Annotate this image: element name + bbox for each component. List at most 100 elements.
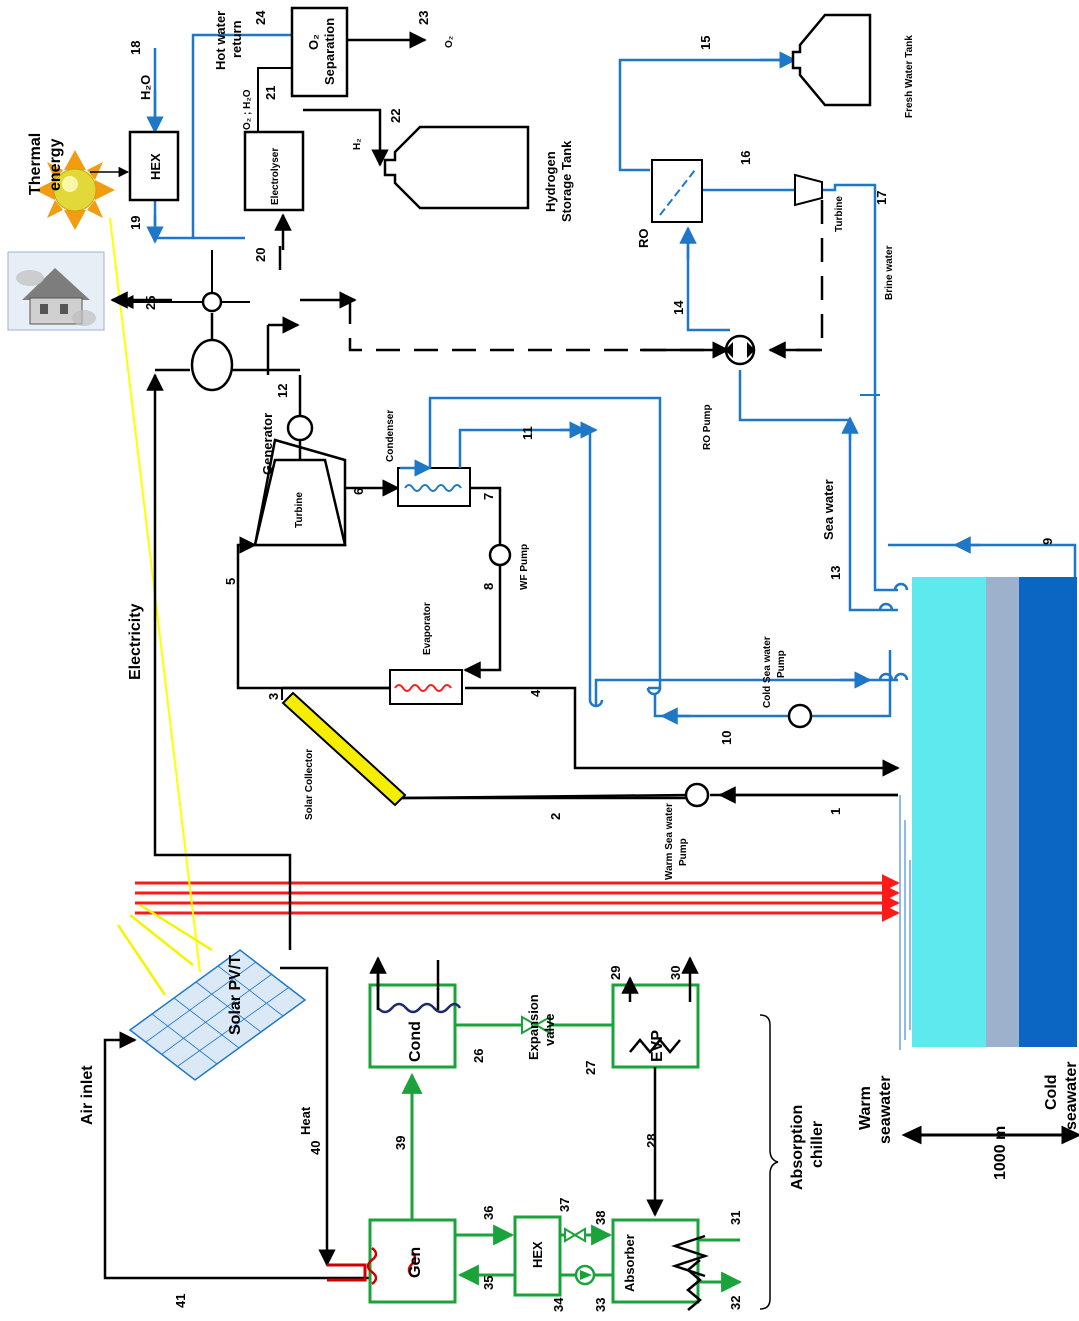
stream-number-40: 40 bbox=[308, 1141, 323, 1155]
solar-collector bbox=[282, 688, 405, 805]
cold-sea-water-pump-label: Cold Sea waterPump bbox=[762, 636, 787, 708]
stream-number-39: 39 bbox=[393, 1136, 408, 1150]
condenser-label: Condenser bbox=[385, 410, 396, 462]
warm-seawater-layer bbox=[912, 577, 986, 1047]
stream-number-8: 8 bbox=[481, 583, 496, 590]
stream-number-6: 6 bbox=[351, 488, 366, 495]
wf-pump-label: WF Pump bbox=[519, 544, 530, 590]
generator-label: Generator bbox=[260, 413, 275, 475]
stream-number-14: 14 bbox=[671, 300, 686, 315]
main-generator bbox=[121, 268, 250, 390]
wf-pump bbox=[490, 545, 510, 565]
hydrogen-storage-tank bbox=[385, 127, 528, 208]
hex-bottom-label: HEX bbox=[530, 1241, 545, 1268]
brine-water-label: Brine water bbox=[884, 245, 895, 300]
gen-label: Gen bbox=[407, 1247, 424, 1278]
cold-sea-water-pump bbox=[789, 705, 811, 727]
o2-separation bbox=[292, 8, 347, 96]
stream-number-7: 7 bbox=[481, 493, 496, 500]
house-icon bbox=[8, 252, 104, 330]
sun-rays bbox=[135, 883, 898, 913]
stream-number-34: 34 bbox=[551, 1297, 566, 1312]
stream-number-30: 30 bbox=[668, 966, 683, 980]
stream-number-20: 20 bbox=[253, 248, 268, 262]
stream-number-17: 17 bbox=[874, 191, 889, 205]
orc-condenser bbox=[398, 468, 470, 506]
stream-number-28: 28 bbox=[644, 1134, 659, 1148]
valve-37 bbox=[565, 1229, 585, 1241]
distribution-junction bbox=[112, 250, 212, 300]
stream-number-16: 16 bbox=[738, 151, 753, 165]
stream-number-21: 21 bbox=[263, 86, 278, 100]
stream-number-18: 18 bbox=[128, 41, 143, 55]
hex-top-label: HEX bbox=[148, 153, 163, 180]
o2-h2o-label: O₂ ; H₂O bbox=[242, 89, 253, 130]
stream-number-4: 4 bbox=[528, 689, 543, 697]
solar-pvt-label: Solar PV/T bbox=[227, 955, 244, 1035]
sea-water-label: Sea water bbox=[821, 479, 836, 540]
solar-collector-label: Solar Collector bbox=[304, 749, 315, 820]
stream-number-9: 9 bbox=[1040, 538, 1055, 545]
stream-number-10: 10 bbox=[719, 731, 734, 745]
fresh-water-tank-label: Fresh Water Tank bbox=[904, 35, 915, 118]
ro-pump-label: RO Pump bbox=[702, 404, 713, 450]
evaporator-label: Evaporator bbox=[422, 602, 433, 655]
stream-number-32: 32 bbox=[728, 1296, 743, 1310]
warm-sea-water-pump bbox=[686, 784, 708, 806]
mid-seawater-layer bbox=[986, 577, 1019, 1047]
stream-number-26: 26 bbox=[471, 1049, 486, 1063]
hot-water-return-label: Hot waterreturn bbox=[213, 11, 244, 70]
solar-pvt-panel bbox=[130, 950, 305, 1080]
stream-number-27: 27 bbox=[583, 1061, 598, 1075]
ro-turbine bbox=[795, 175, 822, 205]
stream-number-35: 35 bbox=[481, 1276, 496, 1290]
dashed-power-lines bbox=[280, 200, 822, 350]
fresh-water-tank bbox=[793, 15, 870, 105]
stream-number-25: 25 bbox=[143, 296, 158, 310]
stream-number-19: 19 bbox=[128, 216, 143, 230]
crossover-bumps bbox=[880, 584, 907, 680]
stream-number-37: 37 bbox=[557, 1198, 572, 1212]
heat-label: Heat bbox=[298, 1106, 313, 1135]
stream-number-36: 36 bbox=[481, 1206, 496, 1220]
stream-number-38: 38 bbox=[593, 1211, 608, 1225]
stream-number-1: 1 bbox=[828, 808, 843, 815]
stream-number-5: 5 bbox=[223, 578, 238, 585]
ro-unit bbox=[652, 160, 702, 222]
stream-number-33: 33 bbox=[593, 1298, 608, 1312]
ro-turbine-label: Turbine bbox=[834, 196, 845, 232]
evaporator bbox=[390, 670, 462, 704]
orc-turbine-label: Turbine bbox=[294, 492, 305, 528]
solution-pump bbox=[576, 1266, 594, 1284]
stream-number-2: 2 bbox=[548, 813, 563, 820]
stream-number-12: 12 bbox=[275, 384, 290, 398]
stream-number-11: 11 bbox=[520, 426, 535, 440]
stream-number-15: 15 bbox=[698, 36, 713, 50]
ocean bbox=[900, 577, 1077, 1050]
cond-label: Cond bbox=[407, 1021, 424, 1062]
electricity-label: Electricity bbox=[127, 603, 144, 680]
stream-number-24: 24 bbox=[253, 10, 268, 25]
h2-label: H₂ bbox=[352, 138, 363, 150]
h2o-label: H₂O bbox=[138, 75, 153, 100]
stream-number-41: 41 bbox=[173, 1294, 188, 1308]
absorber-label: Absorber bbox=[622, 1234, 637, 1292]
ro-label: RO bbox=[636, 229, 651, 249]
air-inlet-label: Air inlet bbox=[79, 1065, 96, 1125]
distance-label: 1000 m bbox=[992, 1126, 1009, 1180]
stream-number-31: 31 bbox=[728, 1211, 743, 1225]
ro-pump bbox=[725, 336, 755, 364]
cold-seawater-layer bbox=[1019, 577, 1077, 1047]
stream-number-23: 23 bbox=[416, 11, 431, 25]
stream-number-13: 13 bbox=[828, 566, 843, 580]
stream-number-22: 22 bbox=[388, 109, 403, 123]
electrolyser-label: Electrolyser bbox=[270, 148, 281, 205]
stream-number-29: 29 bbox=[608, 966, 623, 980]
expansion-valve-label: Expansionvalve bbox=[526, 994, 557, 1060]
stream-number-3: 3 bbox=[266, 693, 281, 700]
